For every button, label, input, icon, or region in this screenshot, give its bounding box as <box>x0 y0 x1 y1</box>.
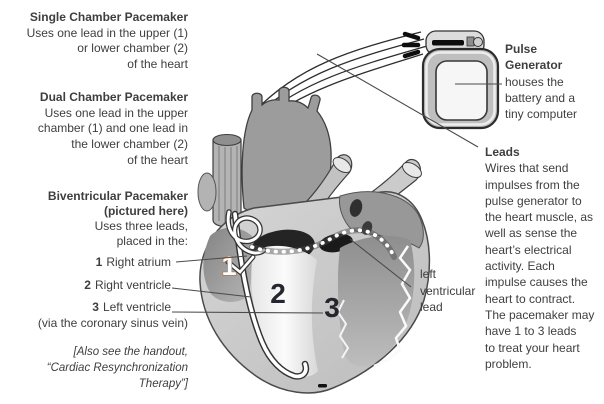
single-chamber-section: Single Chamber Pacemaker Uses one lead i… <box>0 10 188 73</box>
handout-footnote: [Also see the handout, “Cardiac Resynchr… <box>46 346 188 390</box>
list-num-3: 3 <box>92 300 99 315</box>
leads-body: Wires that send impulses from the pulse … <box>485 161 595 371</box>
coronary-sinus-note: (via the coronary sinus vein) <box>37 316 188 331</box>
biventricular-section: Biventricular Pacemaker (pictured here) … <box>0 189 188 249</box>
pointer-right-atrium <box>175 255 248 263</box>
pointer-left-ventricle <box>171 311 324 314</box>
left-ventricle-region <box>336 235 415 368</box>
pulse-generator-label: Pulse Generator houses the battery and a… <box>505 41 601 122</box>
heart-bottom-mark <box>318 384 327 388</box>
connector-port <box>432 40 464 46</box>
pointer-right-ventricle <box>171 287 252 298</box>
pulse-generator-body: houses the battery and a tiny computer <box>505 74 578 122</box>
number-right-ventricle: 2 <box>270 278 286 309</box>
single-chamber-heading: Single Chamber Pacemaker <box>29 10 188 24</box>
right-ventricle-region <box>251 245 318 377</box>
leads-heading: Leads <box>485 145 520 159</box>
list-label-left-ventricle: Left ventricle <box>102 300 171 315</box>
left-ventricular-lead-label: left ventricular lead <box>420 267 476 314</box>
number-left-ventricle: 3 <box>324 292 340 323</box>
pacing-leads <box>225 209 397 380</box>
list-label-right-atrium: Right atrium <box>106 255 171 269</box>
pointer-lv-lead <box>349 238 412 288</box>
list-num-1: 1 <box>95 255 103 269</box>
leads-label: Leads Wires that send impulses from the … <box>485 144 603 372</box>
single-chamber-body: Uses one lead in the upper (1) or lower … <box>26 25 188 72</box>
dual-chamber-heading: Dual Chamber Pacemaker <box>39 90 188 104</box>
pulse-generator-illustration <box>401 30 500 130</box>
biventricular-subheading: (pictured here) <box>103 204 188 218</box>
list-num-2: 2 <box>84 277 91 292</box>
dual-chamber-body: Uses one lead in the upper chamber (1) a… <box>37 105 188 167</box>
list-label-right-ventricle: Right ventricle <box>94 277 171 292</box>
generator-window <box>435 60 488 121</box>
biventricular-body: Uses three leads, placed in the: <box>94 219 188 248</box>
dual-chamber-section: Dual Chamber Pacemaker Uses one lead in … <box>0 90 188 169</box>
pointer-leads <box>316 53 479 148</box>
pulse-generator-heading: Pulse Generator <box>505 42 563 73</box>
number-right-atrium: 1 <box>221 251 236 281</box>
biventricular-heading: Biventricular Pacemaker <box>47 189 188 203</box>
pointer-lines <box>171 53 502 314</box>
